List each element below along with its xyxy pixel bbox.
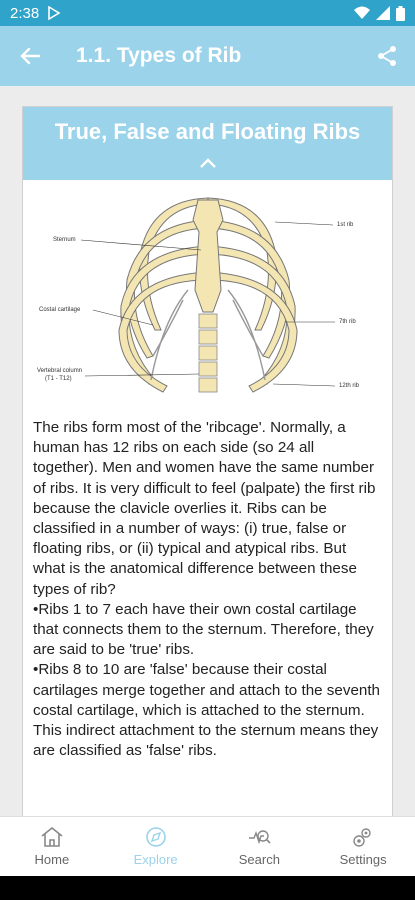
sternum-shape (192, 199, 224, 313)
bullet-false-ribs: •Ribs 8 to 10 are 'false' because their … (33, 661, 380, 760)
back-button[interactable] (0, 26, 60, 86)
label-vertebral-column: Vertebral column (37, 368, 83, 374)
label-first-rib: 1st rib (337, 222, 354, 228)
search-icon (249, 830, 271, 845)
system-navigation-bar (0, 876, 415, 900)
nav-search[interactable]: Search (208, 817, 312, 876)
ribcage-figure: Sternum Costal cartilage Vertebral colum… (23, 180, 392, 410)
page-title: 1.1. Types of Rib (76, 44, 242, 67)
nav-explore[interactable]: Explore (104, 817, 208, 876)
signal-icon (376, 6, 390, 20)
app-bar: 1.1. Types of Rib (0, 26, 415, 86)
label-sternum: Sternum (53, 237, 76, 243)
intro-paragraph: The ribs form most of the 'ribcage'. Nor… (33, 419, 376, 598)
home-icon (41, 826, 63, 847)
label-seventh-rib: 7th rib (339, 319, 356, 325)
compass-icon (145, 827, 166, 847)
content-scroll[interactable]: True, False and Floating Ribs (0, 86, 415, 816)
nav-search-label: Search (238, 852, 280, 867)
play-store-icon (48, 6, 61, 20)
nav-settings[interactable]: Settings (311, 817, 415, 876)
bullet-true-ribs: •Ribs 1 to 7 each have their own costal … (33, 600, 374, 659)
nav-home[interactable]: Home (0, 817, 104, 876)
back-arrow-icon (20, 47, 40, 65)
label-costal-cartilage: Costal cartilage (39, 307, 81, 313)
label-twelfth-rib: 12th rib (339, 383, 360, 389)
bottom-nav: Home Explore Search Settings (0, 816, 415, 876)
battery-icon (396, 5, 405, 21)
nav-home-label: Home (34, 852, 70, 867)
share-button[interactable] (359, 26, 415, 86)
wifi-icon (354, 6, 370, 19)
ribcage-illustration (80, 197, 336, 393)
gear-icon (353, 828, 371, 847)
label-vertebral-range: (T1 - T12) (45, 376, 72, 382)
card-heading: True, False and Floating Ribs (54, 119, 361, 144)
status-bar: 2:38 (0, 0, 415, 26)
lesson-card: True, False and Floating Ribs (22, 106, 393, 816)
status-time: 2:38 (10, 4, 40, 22)
card-header[interactable]: True, False and Floating Ribs (23, 107, 392, 180)
nav-explore-label: Explore (133, 852, 178, 867)
lesson-text: The ribs form most of the 'ribcage'. Nor… (23, 410, 392, 761)
chevron-up-icon[interactable] (199, 157, 217, 169)
share-icon (378, 46, 396, 66)
nav-settings-label: Settings (339, 852, 387, 867)
